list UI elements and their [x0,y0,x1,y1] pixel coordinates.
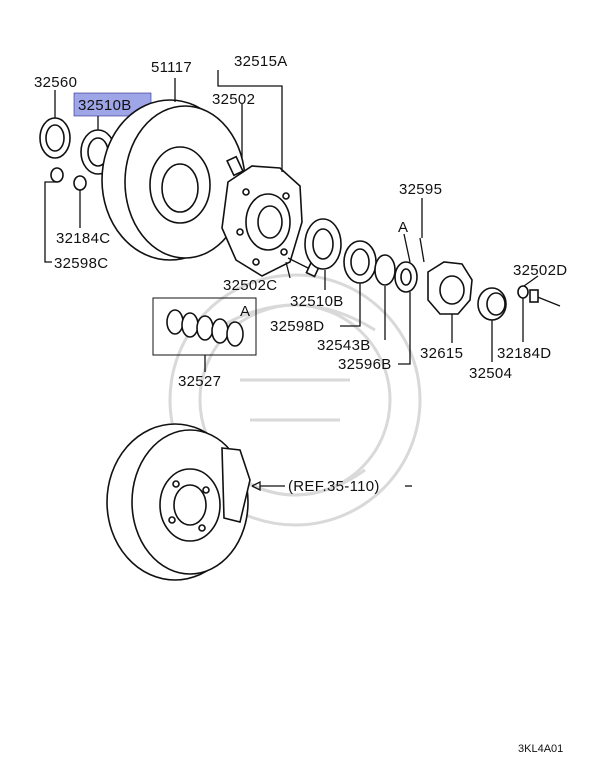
leader-lines [44,70,539,492]
label-32510b-highlighted: 32510B [78,97,132,114]
label-32596b: 32596B [338,356,392,373]
label-32598c: 32598C [54,255,108,272]
ring-set-32527 [152,297,257,356]
cap-32504 [477,287,507,321]
label-a-top: A [398,219,408,236]
label-32560: 32560 [34,74,77,91]
hub-32515a [221,165,303,277]
watermark-emblem [168,273,422,527]
label-32510b-mid: 32510B [290,293,344,310]
washer-32543b [374,254,396,286]
seal-32560 [39,117,71,159]
spacer-32598d [343,240,377,284]
label-32595: 32595 [399,181,442,198]
label-32515a: 32515A [234,53,288,70]
label-32598d: 32598D [270,318,324,335]
bearing-32510b-mid [304,218,342,270]
brake-disc-51117 [101,99,246,261]
ring-32596b [394,261,418,293]
diagram-code: 3KL4A01 [518,743,563,755]
label-32615: 32615 [420,345,463,362]
lower-disc-assembly [106,423,251,581]
label-32184d: 32184D [497,345,551,362]
label-32502c: 32502C [223,277,277,294]
label-32184c: 32184C [56,230,110,247]
nut-32598c [50,167,64,183]
label-32543b: 32543B [317,337,371,354]
cup-32184c [73,175,87,191]
pin-32595 [419,237,425,263]
label-32502: 32502 [212,91,255,108]
label-a-left: A [240,303,250,320]
label-32502d: 32502D [513,262,567,279]
label-51117: 51117 [151,59,192,76]
label-32504: 32504 [469,365,512,382]
stud-32502 [226,155,244,177]
flange-32615 [427,261,473,315]
label-ref-35-110: (REF.35-110) [288,478,380,495]
bolt-32502d [517,285,561,307]
label-32527: 32527 [178,373,221,390]
